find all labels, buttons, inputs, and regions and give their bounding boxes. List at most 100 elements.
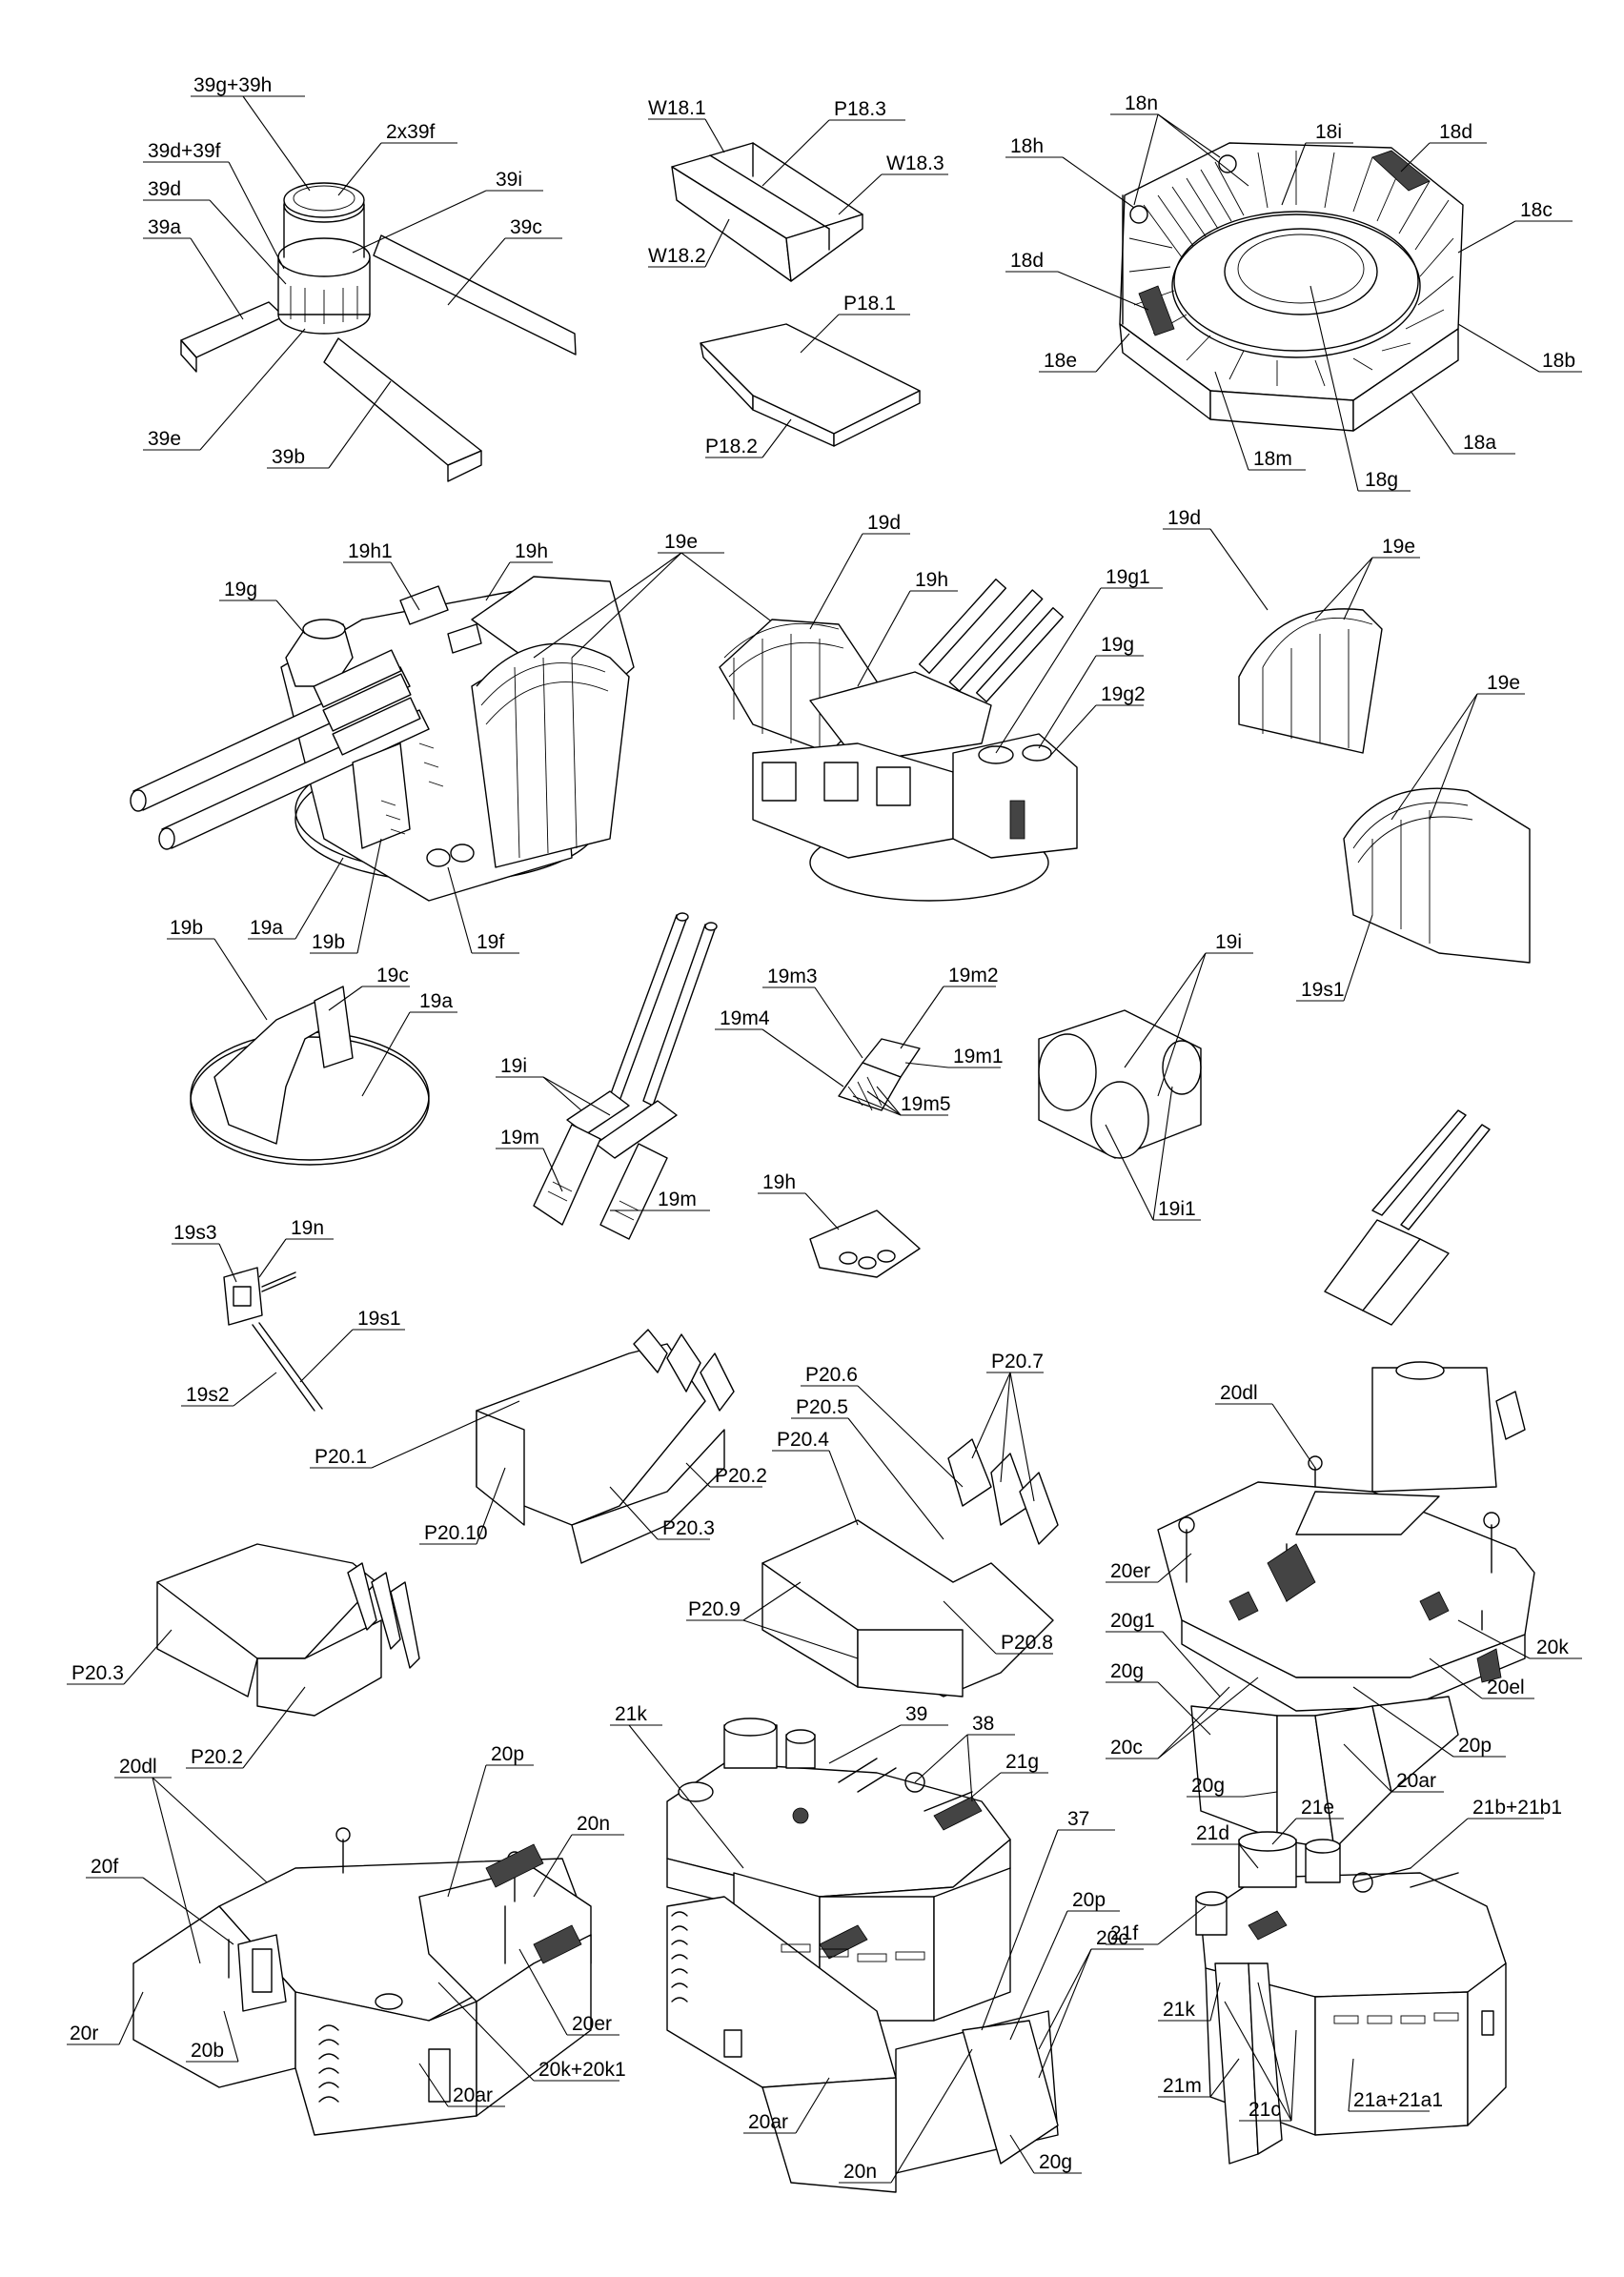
label-19s2: 19s2 bbox=[186, 1384, 230, 1406]
label-p20-2-left: P20.2 bbox=[191, 1746, 243, 1768]
part-20-bridge-left: 20dl 20p 20n 20f 20er 20r 20b 20k+20k1 2… bbox=[67, 1743, 626, 2136]
part-19m-cradle: 19m3 19m2 19m4 19m1 19m5 bbox=[715, 965, 1004, 1116]
part-19e-shield-frame: 19e 19s1 bbox=[1296, 672, 1531, 1002]
part-p18-platform: P18.1 P18.2 bbox=[700, 293, 921, 458]
label-20er-right: 20er bbox=[1110, 1560, 1150, 1582]
label-19m-gun-a: 19m bbox=[500, 1127, 539, 1149]
label-18c: 18c bbox=[1520, 199, 1553, 221]
label-39g-39h: 39g+39h bbox=[193, 74, 272, 96]
label-p18-2: P18.2 bbox=[705, 436, 758, 457]
part-p20-structure-left: P20.3 P20.2 bbox=[67, 1543, 420, 1769]
label-39d-39f: 39d+39f bbox=[148, 140, 221, 162]
part-w18-walkway: W18.1 P18.3 W18.3 W18.2 bbox=[648, 97, 948, 282]
label-20ar-left: 20ar bbox=[453, 2084, 493, 2106]
label-20ar-mid: 20ar bbox=[748, 2111, 788, 2133]
label-21g: 21g bbox=[1005, 1751, 1039, 1773]
label-20ar-right: 20ar bbox=[1396, 1770, 1436, 1792]
label-19h-right: 19h bbox=[915, 569, 948, 591]
label-20k-right: 20k bbox=[1536, 1637, 1569, 1658]
label-w18-1: W18.1 bbox=[648, 97, 706, 119]
label-39a: 39a bbox=[148, 216, 181, 238]
label-19n: 19n bbox=[291, 1217, 324, 1239]
label-p20-9: P20.9 bbox=[688, 1598, 741, 1620]
label-21k-right: 21k bbox=[1163, 1999, 1195, 2021]
label-p20-8: P20.8 bbox=[1001, 1632, 1053, 1654]
label-20b: 20b bbox=[191, 2040, 224, 2062]
label-18g: 18g bbox=[1365, 469, 1398, 491]
label-18e: 18e bbox=[1044, 350, 1077, 372]
label-21b-21b1: 21b+21b1 bbox=[1472, 1797, 1562, 1819]
label-37: 37 bbox=[1067, 1808, 1089, 1830]
label-20p-left: 20p bbox=[491, 1743, 524, 1765]
part-39-mast-base: 39g+39h 39d+39f 2x39f 39i 39d 39c 39a 39… bbox=[143, 74, 577, 482]
label-39c: 39c bbox=[510, 216, 542, 238]
label-21m: 21m bbox=[1163, 2075, 1202, 2097]
label-19i-sleeve: 19i bbox=[1215, 931, 1242, 953]
label-20n-mid: 20n bbox=[843, 2161, 877, 2183]
label-19i1: 19i1 bbox=[1158, 1198, 1196, 1220]
label-19m4: 19m4 bbox=[720, 1007, 770, 1029]
label-20c-right: 20c bbox=[1110, 1737, 1143, 1759]
part-21-bridge-middle: 21k 39 38 21g 37 20p 20c 20ar 20n 20g bbox=[610, 1703, 1144, 2193]
label-18d-left: 18d bbox=[1010, 250, 1044, 272]
label-w18-3: W18.3 bbox=[886, 152, 944, 174]
label-19b: 19b bbox=[312, 931, 345, 953]
label-19d-shield: 19d bbox=[1167, 507, 1201, 529]
label-18h: 18h bbox=[1010, 135, 1044, 157]
label-p20-10: P20.10 bbox=[424, 1522, 488, 1544]
label-18m: 18m bbox=[1253, 448, 1292, 470]
label-18n: 18n bbox=[1125, 92, 1158, 114]
label-19g-right: 19g bbox=[1101, 634, 1134, 656]
part-19d-shield: 19d 19e bbox=[1163, 507, 1420, 754]
label-19m-gun-b: 19m bbox=[658, 1189, 697, 1210]
part-21-bridge-right: 21e 21b+21b1 21d 21f 21k 21m 21c 21a+21a… bbox=[1106, 1797, 1562, 2165]
label-p20-3-top: P20.3 bbox=[662, 1517, 715, 1539]
label-20n-left: 20n bbox=[577, 1813, 610, 1835]
label-39-mid: 39 bbox=[905, 1703, 927, 1725]
label-20er-left: 20er bbox=[572, 2013, 612, 2035]
label-21f: 21f bbox=[1110, 1922, 1138, 1944]
label-19g2: 19g2 bbox=[1101, 683, 1146, 705]
label-19h: 19h bbox=[515, 540, 548, 562]
label-20g-right-a: 20g bbox=[1110, 1660, 1144, 1682]
label-21e: 21e bbox=[1301, 1797, 1334, 1819]
label-19e-shield: 19e bbox=[1382, 536, 1415, 558]
label-19m5: 19m5 bbox=[901, 1093, 951, 1115]
label-21c: 21c bbox=[1248, 2099, 1281, 2121]
label-19a: 19a bbox=[250, 917, 283, 939]
label-19s1: 19s1 bbox=[357, 1308, 401, 1330]
label-19s1-frame: 19s1 bbox=[1301, 979, 1345, 1001]
label-p20-7: P20.7 bbox=[991, 1351, 1044, 1372]
label-21k-mid: 21k bbox=[615, 1703, 647, 1725]
part-19-base: 19b 19c 19a bbox=[167, 917, 457, 1166]
label-20f: 20f bbox=[91, 1856, 118, 1878]
label-18i: 18i bbox=[1315, 121, 1342, 143]
label-19g1: 19g1 bbox=[1106, 566, 1150, 588]
label-19e-frame: 19e bbox=[1487, 672, 1520, 694]
label-19h-roof: 19h bbox=[762, 1171, 796, 1193]
label-p20-6: P20.6 bbox=[805, 1364, 858, 1386]
label-38: 38 bbox=[972, 1713, 994, 1735]
label-19m3: 19m3 bbox=[767, 966, 818, 987]
part-19s-sight: 19s3 19n 19s1 19s2 bbox=[172, 1217, 405, 1412]
label-19b-base: 19b bbox=[170, 917, 203, 939]
label-39e: 39e bbox=[148, 428, 181, 450]
label-19i-gun: 19i bbox=[500, 1055, 527, 1077]
part-19-turret-assembled-left: 19h1 19h 19g 19a 19b 19f bbox=[130, 540, 635, 954]
label-18d-top: 18d bbox=[1439, 121, 1472, 143]
label-19a-base: 19a bbox=[419, 990, 453, 1012]
part-20-bridge-right: 20dl 20er 20k 20g1 20el 20g 20p 20c 20ar… bbox=[1106, 1361, 1582, 1850]
label-21a-21a1: 21a+21a1 bbox=[1353, 2089, 1443, 2111]
label-p20-2-top: P20.2 bbox=[715, 1465, 767, 1487]
label-19e-group: 19e bbox=[533, 531, 782, 659]
part-19i-sleeve: 19i 19i1 bbox=[1038, 931, 1253, 1221]
part-19h-roof: 19h bbox=[758, 1171, 921, 1278]
label-20c-mid: 20c bbox=[1096, 1927, 1128, 1949]
label-p18-1: P18.1 bbox=[843, 293, 896, 315]
label-19s3: 19s3 bbox=[173, 1222, 217, 1244]
label-18a: 18a bbox=[1463, 432, 1496, 454]
label-19c: 19c bbox=[376, 965, 409, 986]
label-19e-main: 19e bbox=[664, 531, 698, 553]
label-20el: 20el bbox=[1487, 1677, 1525, 1698]
